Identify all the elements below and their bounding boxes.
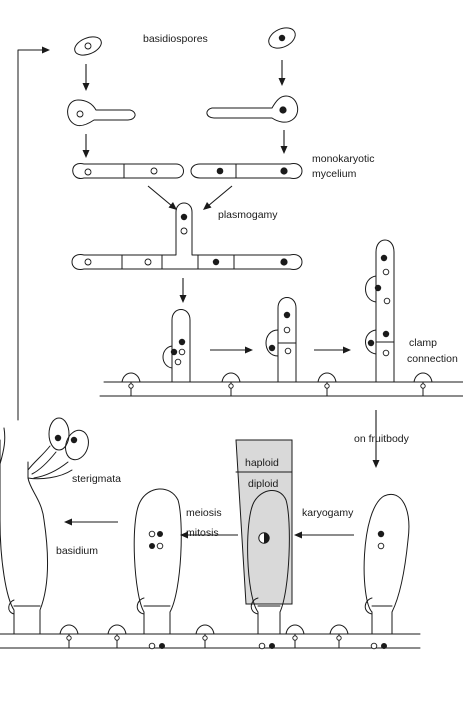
dikaryotic-base-hypha bbox=[99, 372, 463, 397]
label-plasmogamy: plasmogamy bbox=[218, 209, 278, 221]
diploid-basidium bbox=[247, 490, 290, 635]
clamp-formation-stage-1 bbox=[162, 309, 191, 383]
young-basidium-dikaryotic bbox=[363, 493, 410, 635]
basidiospore-on-sterigma-1 bbox=[48, 417, 70, 451]
label-basidiospores: basidiospores bbox=[143, 33, 208, 45]
label-haploid: haploid bbox=[245, 457, 279, 469]
arrow-to-mycelium-left bbox=[82, 134, 90, 158]
arrow-spore-germination-left bbox=[82, 64, 90, 91]
clamp-formation-stage-3 bbox=[365, 239, 395, 383]
ploidy-panel bbox=[235, 439, 293, 605]
germinating-spore-left bbox=[67, 99, 136, 127]
label-basidium: basidium bbox=[56, 545, 98, 557]
basidiospore-left bbox=[74, 36, 102, 56]
monokaryotic-hypha-right bbox=[190, 163, 303, 179]
arrow-fusion-right bbox=[203, 185, 233, 210]
mature-basidium bbox=[0, 427, 73, 635]
label-connection: connection bbox=[407, 353, 458, 365]
arrow-to-fruitbody bbox=[372, 410, 380, 468]
basidium-four-nuclei bbox=[133, 488, 182, 635]
clamp-formation-stage-2 bbox=[265, 297, 297, 383]
arrow-to-dikaryon bbox=[179, 278, 187, 303]
label-mitosis: mitosis bbox=[186, 527, 219, 539]
germinating-spore-right bbox=[206, 95, 299, 123]
label-mycelium: mycelium bbox=[312, 168, 357, 180]
label-clamp: clamp bbox=[409, 337, 437, 349]
label-sterigmata: sterigmata bbox=[72, 473, 121, 485]
label-karyogamy: karyogamy bbox=[302, 507, 354, 519]
label-monokaryotic: monokaryotic bbox=[312, 153, 374, 165]
arrow-clamp-stage-2-3 bbox=[314, 346, 351, 354]
basidial-base-hypha bbox=[0, 624, 421, 650]
arrow-spore-germination-right bbox=[278, 60, 286, 86]
arrow-to-mature-basidium bbox=[64, 518, 118, 526]
basidiospore-right bbox=[268, 27, 296, 49]
label-on-fruitbody: on fruitbody bbox=[354, 433, 410, 445]
label-diploid: diploid bbox=[248, 478, 279, 490]
monokaryotic-hypha-left bbox=[72, 163, 184, 179]
plasmogamy-fused-hyphae bbox=[71, 202, 303, 270]
arrow-to-mycelium-right bbox=[280, 130, 288, 154]
arrow-fusion-left bbox=[147, 185, 177, 210]
arrow-clamp-stage-1-2 bbox=[210, 346, 253, 354]
basidiospore-on-sterigma-2 bbox=[65, 429, 89, 461]
cycle-return-arrow bbox=[17, 46, 50, 421]
arrow-meiosis-mitosis bbox=[180, 531, 238, 539]
arrow-karyogamy bbox=[294, 531, 354, 539]
label-meiosis: meiosis bbox=[186, 507, 222, 519]
